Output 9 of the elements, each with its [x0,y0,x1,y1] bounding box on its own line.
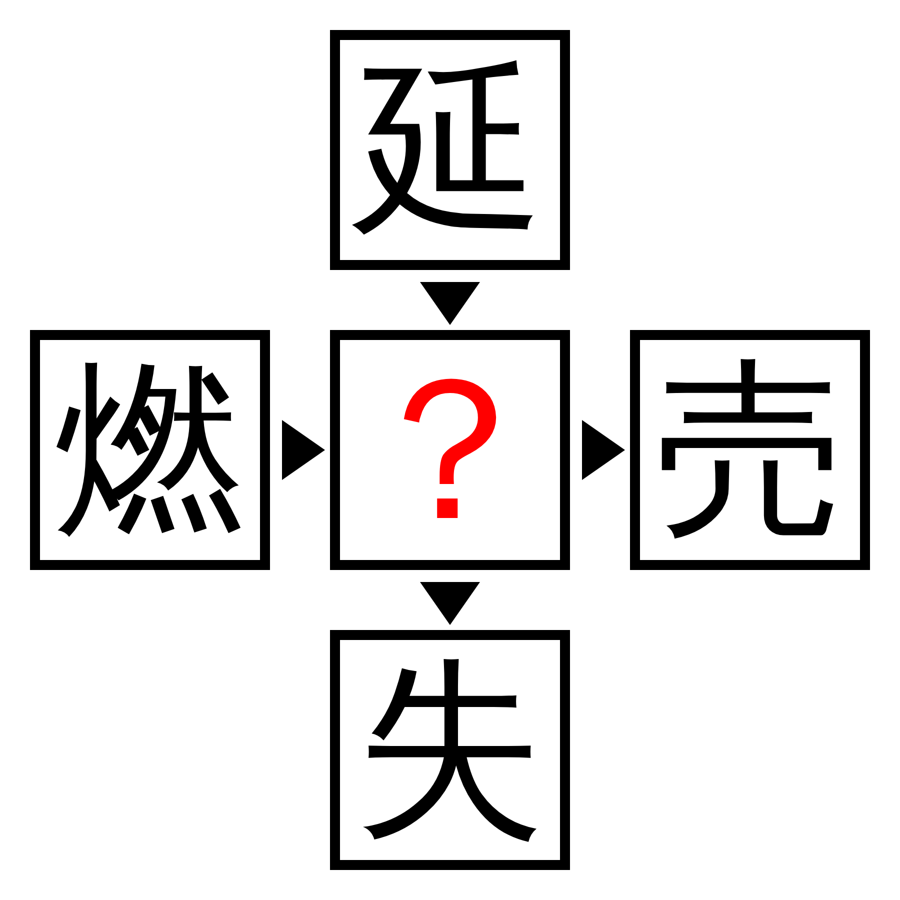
arrow [582,420,625,480]
kanji-box: 失 [330,630,570,870]
kanji-box: 売 [630,330,870,570]
kanji-box: 燃 [30,330,270,570]
kanji-box: 延 [330,30,570,270]
arrow [282,420,325,480]
arrow [420,282,480,325]
arrow [420,582,480,625]
question-box: ？ [330,330,570,570]
